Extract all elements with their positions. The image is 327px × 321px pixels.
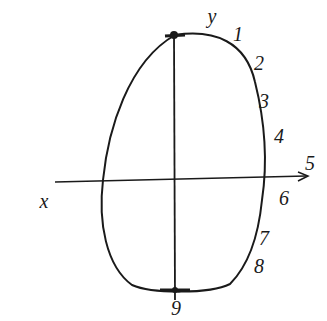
closed-curve [102,34,265,292]
axis-label: x [40,191,49,211]
point-number: 6 [279,188,289,208]
point-number: 7 [259,228,269,248]
point-number: 9 [171,298,181,318]
point-number: 8 [254,256,264,276]
axis-arrowhead [298,172,308,181]
top-mark [165,35,185,36]
point-number: 2 [254,53,264,73]
bottom-mark [160,289,190,292]
axis-label: y [208,6,217,26]
point-number: 1 [233,24,243,44]
point-number: 4 [274,126,284,146]
point-number: 3 [259,91,269,111]
vertical-axis [174,33,175,300]
point-number: 5 [305,153,315,173]
horizontal-axis [55,176,306,182]
